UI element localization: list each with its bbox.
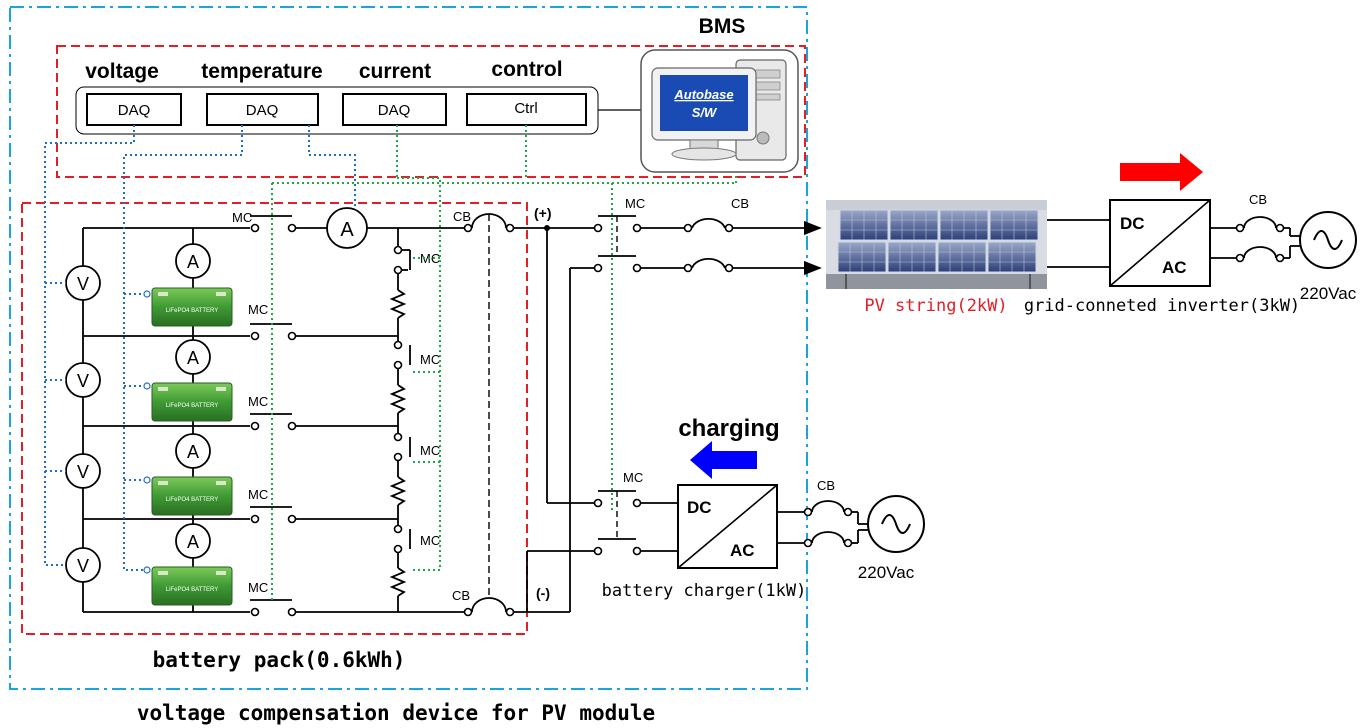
pack-mc-2-label: MC — [248, 302, 268, 317]
current-heading: current — [359, 60, 431, 83]
bms-label: BMS — [699, 15, 746, 38]
device-label: voltage compensation device for PV modul… — [137, 701, 655, 725]
resistor-chain — [389, 249, 411, 597]
charger-cb-label: CB — [817, 478, 835, 493]
ammeter-main — [326, 207, 368, 249]
ctrl-label: Ctrl — [514, 100, 537, 117]
pack-cb-top-label: CB — [453, 209, 471, 224]
pv-panel-image — [826, 200, 1047, 289]
pv-string-label: PV string(2kW) — [864, 296, 1007, 316]
plus-terminal: (+) — [534, 205, 552, 221]
daq-temperature-box — [206, 93, 319, 126]
external-contactors — [598, 215, 636, 540]
ac-source-top-label: 220Vac — [1300, 284, 1357, 303]
battery-pack-boundary — [21, 202, 528, 635]
voltmeter-2-label: V — [77, 371, 89, 391]
minus-terminal: (-) — [536, 585, 550, 601]
battery-4-text: LiFePO4 BATTERY — [166, 587, 218, 593]
ammeter-cell-2-label: A — [187, 348, 199, 368]
device-boundary — [9, 6, 808, 690]
inverter-ac-label: AC — [1162, 258, 1187, 277]
charger-ac-label: AC — [730, 541, 755, 560]
power-wiring — [82, 219, 1300, 613]
pack-mc-1-label: MC — [232, 210, 252, 225]
ammeter-cell-3 — [175, 433, 211, 469]
battery-3-text: LiFePO4 BATTERY — [166, 497, 218, 503]
computer-icon: Autobase S/W — [640, 49, 799, 173]
voltmeter-4-label: V — [77, 556, 89, 576]
pack-cb-bottom-label: CB — [452, 588, 470, 603]
sw-text: S/W — [692, 105, 718, 120]
resistor-mc-2-label: MC — [420, 352, 440, 367]
daq-current-label: DAQ — [378, 102, 411, 119]
ammeter-cell-3-label: A — [187, 442, 199, 462]
grid-flow-arrow — [1120, 153, 1203, 191]
voltage-heading: voltage — [85, 60, 159, 83]
charger-label: battery charger(1kW) — [602, 581, 807, 601]
daq-current-box — [342, 93, 447, 126]
resistor-mc-3-label: MC — [420, 443, 440, 458]
daq-voltage-box — [86, 93, 182, 126]
voltmeter-4 — [65, 547, 101, 583]
ammeter-cell-4 — [175, 523, 211, 559]
charger-dc-label: DC — [687, 498, 712, 517]
pv-mc-label: MC — [625, 196, 645, 211]
daq-temperature-label: DAQ — [246, 102, 279, 119]
voltmeter-1-label: V — [77, 274, 89, 294]
ac-source-bottom-label: 220Vac — [858, 563, 915, 582]
control-wiring — [271, 125, 737, 600]
inverter-dc-label: DC — [1120, 214, 1145, 233]
charging-arrow — [690, 441, 757, 479]
resistor-mc-4-label: MC — [420, 533, 440, 548]
control-heading: control — [491, 58, 562, 81]
charger-mc-label: MC — [623, 470, 643, 485]
charging-label: charging — [678, 415, 779, 442]
ammeter-cell-2 — [175, 339, 211, 375]
voltmeter-3-label: V — [77, 462, 89, 482]
bms-boundary — [56, 45, 806, 178]
battery-cells: LiFePO4 BATTERY LiFePO4 BATTERY LiFePO4 … — [151, 287, 233, 606]
pack-mc-3-label: MC — [248, 394, 268, 409]
battery-pack-label: battery pack(0.6kWh) — [153, 648, 406, 672]
ammeter-cell-1 — [175, 243, 211, 279]
pv-cb-label: CB — [731, 196, 749, 211]
temperature-heading: temperature — [201, 60, 322, 83]
battery-2-text: LiFePO4 BATTERY — [166, 403, 218, 409]
autobase-text: Autobase — [673, 87, 733, 102]
ctrl-box — [466, 93, 587, 126]
battery-1-text: LiFePO4 BATTERY — [166, 308, 218, 314]
daq-voltage-label: DAQ — [118, 102, 151, 119]
inverter-block — [1109, 199, 1211, 287]
pack-mc-4-label: MC — [248, 487, 268, 502]
charger-block — [677, 484, 778, 569]
inverter-label: grid-conneted inverter(3kW) — [1024, 296, 1300, 316]
ammeter-cell-1-label: A — [187, 252, 199, 272]
ammeter-main-label: A — [340, 219, 354, 241]
sensor-wiring — [44, 125, 356, 571]
pack-breakers — [471, 213, 507, 613]
inverter-cb-label: CB — [1249, 192, 1267, 207]
ammeter-cell-4-label: A — [187, 532, 199, 552]
pack-mc-5-label: MC — [248, 580, 268, 595]
resistor-mc-1-label: MC — [420, 251, 440, 266]
